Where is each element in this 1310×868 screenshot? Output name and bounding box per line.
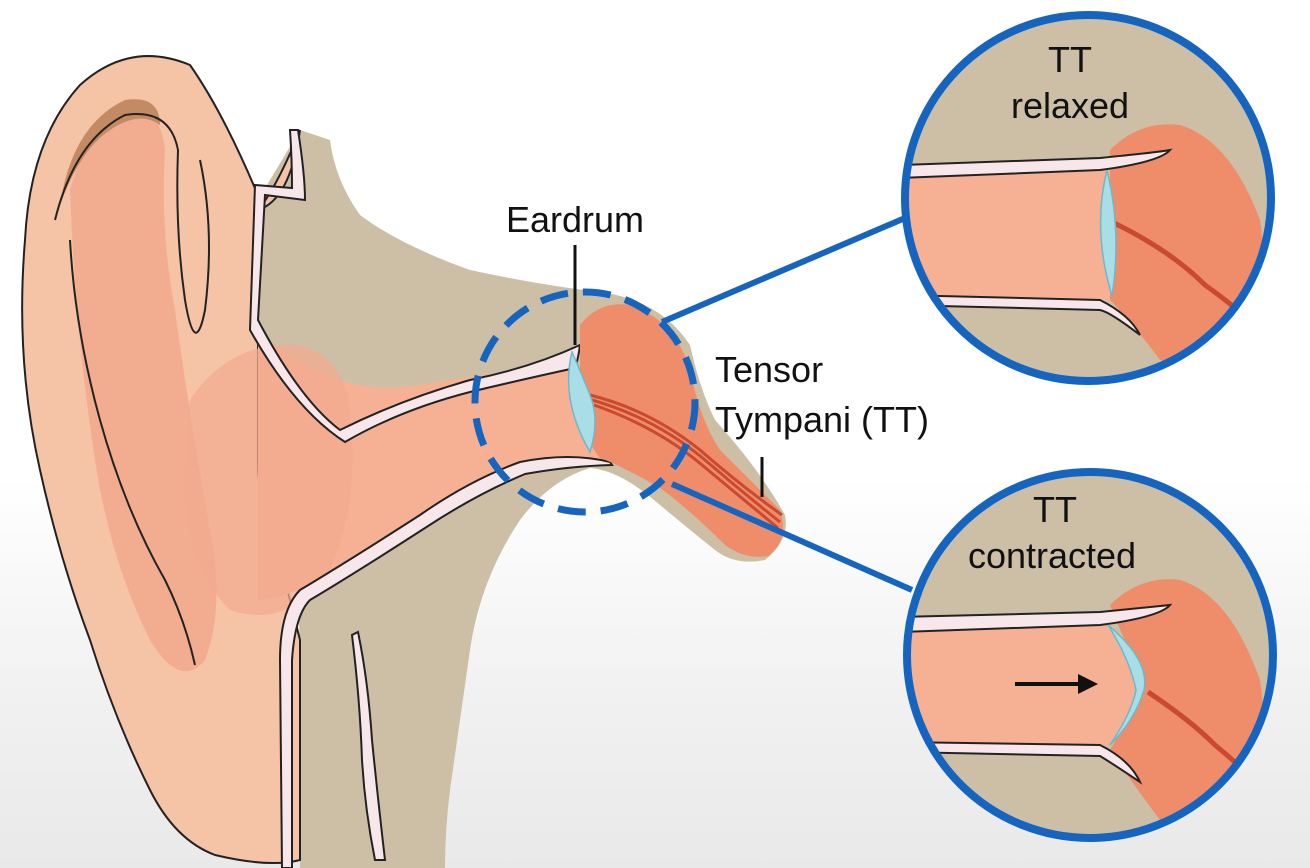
- canal-fold-lower: [350, 630, 387, 861]
- pinna-crease: [60, 99, 160, 205]
- canal-wall-upper: [248, 129, 582, 444]
- tensor-tympani-muscle: [589, 393, 783, 530]
- inset-contracted: [903, 468, 1277, 842]
- label-contracted-line2: contracted: [968, 535, 1136, 576]
- eardrum: [567, 349, 596, 454]
- ear-illustration: [21, 55, 914, 868]
- inset-contracted-ring: [903, 468, 1277, 842]
- connector-line-top: [660, 212, 914, 325]
- label-tensor-line2: Tympani (TT): [715, 399, 929, 440]
- pinna-fold: [70, 109, 217, 672]
- label-eardrum: Eardrum: [506, 199, 644, 240]
- inset-relaxed-ring: [901, 11, 1275, 385]
- label-relaxed-line1: TT: [1048, 39, 1092, 80]
- middle-ear: [580, 304, 784, 557]
- label-tensor-line1: Tensor: [715, 349, 823, 390]
- antihelix-line: [69, 239, 196, 666]
- canal-wall-lower: [278, 456, 614, 868]
- label-contracted-line1: TT: [1033, 489, 1077, 530]
- connector-line-bottom: [670, 481, 914, 593]
- middle-ear-highlight-ring: [471, 288, 699, 516]
- helix-line: [54, 113, 210, 334]
- inset-relaxed: [901, 11, 1275, 385]
- label-relaxed-line2: relaxed: [1011, 85, 1129, 126]
- temporal-bone: [258, 130, 786, 868]
